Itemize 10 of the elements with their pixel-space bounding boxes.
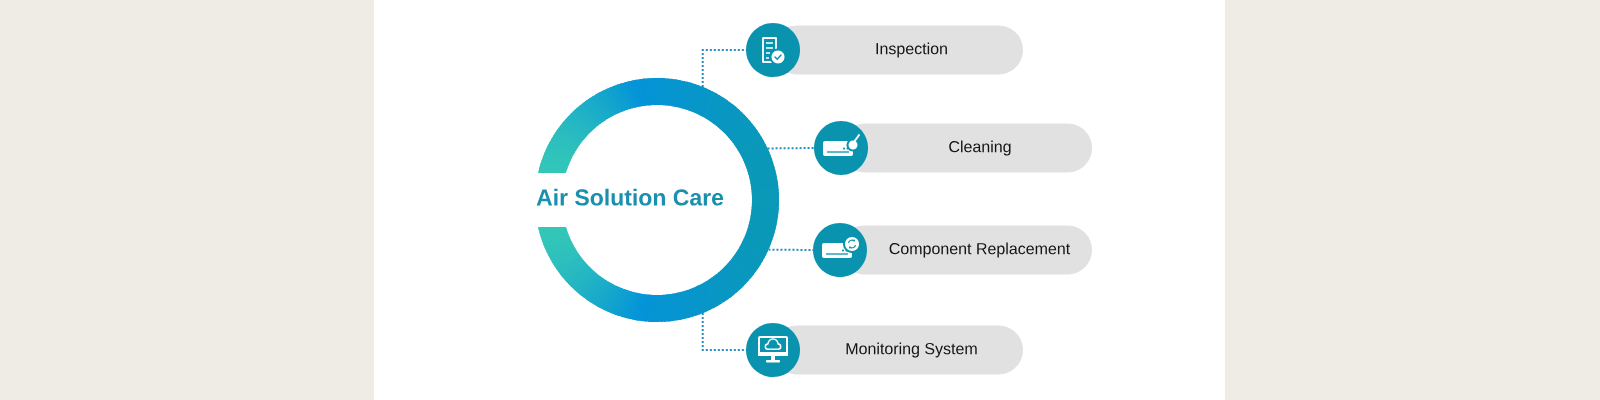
air-conditioner-brush-icon xyxy=(814,121,868,175)
monitor-cloud-icon xyxy=(746,323,800,377)
air-conditioner-refresh-icon xyxy=(813,223,867,277)
dotted-connector xyxy=(701,312,747,351)
document-check-icon xyxy=(746,23,800,77)
node-label: Air Solution Care xyxy=(536,188,724,206)
ring: Air Solution Care xyxy=(536,78,779,322)
dotted-connector xyxy=(701,49,747,88)
dotted-connector xyxy=(767,248,814,251)
dotted-connector xyxy=(766,147,815,150)
